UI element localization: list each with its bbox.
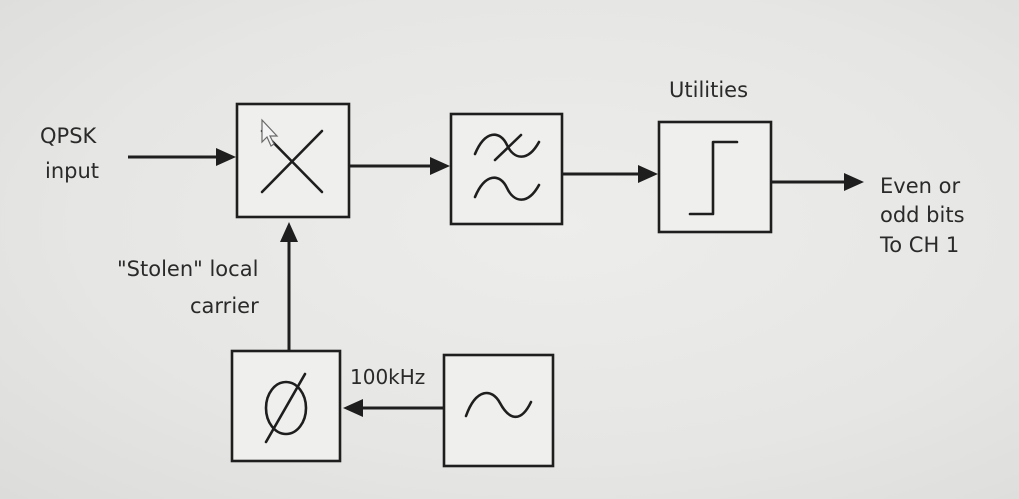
qpsk-input-label-line2: input [45, 159, 99, 183]
frequency-label: 100kHz [350, 365, 425, 389]
oscillator-block [442, 353, 555, 468]
sine-wave-icon [464, 391, 533, 419]
mouse-cursor-icon [261, 118, 279, 147]
phase-shift-icon [264, 372, 308, 444]
output-label-line3: To CH 1 [879, 233, 959, 257]
low-pass-filter-block [449, 112, 564, 226]
carrier-arrowhead [280, 222, 298, 242]
carrier-label-line2: carrier [190, 294, 259, 318]
output-arrowhead [844, 173, 864, 191]
qpsk-input-label-line1: QPSK [40, 124, 98, 148]
multiplier-block [235, 102, 351, 219]
comparator-block [657, 120, 773, 234]
input-arrowhead [216, 148, 236, 166]
utilities-label: Utilities [669, 78, 748, 102]
output-label-line1: Even or [880, 174, 960, 198]
carrier-label-line1: "Stolen" local [117, 257, 258, 281]
output-label-line2: odd bits [880, 203, 965, 227]
filter-arrowhead [430, 157, 450, 175]
lowpass-filter-icon [473, 133, 541, 201]
oscillator-arrowhead [343, 399, 363, 417]
step-threshold-icon [688, 140, 739, 216]
phase-shifter-block [230, 349, 342, 463]
comparator-arrowhead [638, 165, 658, 183]
